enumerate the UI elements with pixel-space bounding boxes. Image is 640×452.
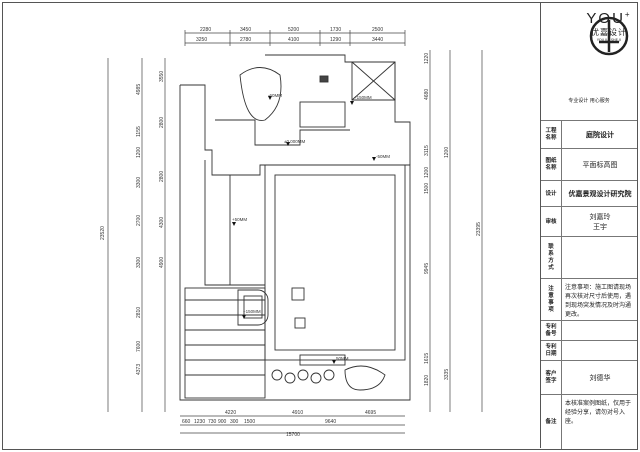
dimension-label: 4900 [159,257,165,268]
dimension-label: 1730 [330,27,341,33]
dimension-label: 1200 [424,167,430,178]
titleblock-row: 专利 日期 [541,340,637,361]
titleblock-value: 本核准案例图纸，仅用于经验分享，请勿对号入座。 [565,400,632,425]
titleblock-row: 注 意 事 项 注意事项：施工图请现场再次核对尺寸后使用，遇到现场突发情况及时沟通… [541,278,637,321]
dimension-label: 1290 [330,37,341,43]
dimension-label: 9945 [424,263,430,274]
titleblock-divider [561,121,562,149]
dimension-total: 15700 [286,432,300,438]
dimension-label: 3450 [240,27,251,33]
dimension-label: 4300 [159,217,165,228]
level-label: -60MM [268,93,282,98]
level-label: +150MM [354,95,372,100]
dimension-label: 1230 [194,419,205,425]
titleblock-label: 图纸 名称 [545,158,557,171]
logo-plus: + [624,10,632,19]
titleblock-label: 客户 签字 [545,371,557,384]
dimension-label: 3440 [372,37,383,43]
dimension-label: 2500 [372,27,383,33]
dimension-total: 23520 [100,226,106,240]
titleblock-value: 优嘉景观设计研究院 [568,190,632,198]
dimension-label: 3335 [444,369,450,380]
dimension-label: 1500 [424,183,430,194]
dimension-label: 2800 [159,171,165,182]
titleblock-divider [561,321,562,341]
titleblock-label: 备注 [545,418,557,425]
dimension-label: 300 [230,419,239,425]
dimension-label: 2280 [200,27,211,33]
titleblock-divider [561,149,562,181]
dimension-label: 660 [182,419,191,425]
dimension-label: 3300 [136,177,142,188]
dimension-label: 3250 [196,37,207,43]
titleblock-divider [561,341,562,361]
titleblock-row: 客户 签字 刘德华 [541,360,637,395]
titleblock-label: 联 系 方 式 [548,244,554,271]
dimension-label: 1820 [424,375,430,386]
level-label: +150MM [243,309,261,314]
titleblock-row: 联 系 方 式 [541,236,637,279]
dimension-label: 4100 [288,37,299,43]
titleblock-row: 专利 备号 [541,320,637,341]
level-label: +50MM [232,217,247,222]
company-logo: YOU+ 优嘉设计 YOU JIA SHE JI [581,10,637,102]
dimension-label: 7600 [136,341,142,352]
dimension-label: 4220 [225,410,236,416]
titleblock-row: 备注 本核准案例图纸，仅用于经验分享，请勿对号入座。 [541,394,637,449]
dimension-label: 1200 [136,147,142,158]
dimension-label: 3550 [159,71,165,82]
dimension-label: 900 [218,419,227,425]
titleblock-label: 审核 [545,218,557,225]
titleblock-row: 工程 名称 庭院设计 [541,120,637,149]
dimension-label: 4910 [292,410,303,416]
dimension-label: 1155 [136,126,142,137]
site-plan: -60MM+150MM±0.000MM-50MM+50MM+150MM50MM … [100,27,483,438]
titleblock-divider [561,237,562,279]
dimension-label: 1200 [444,147,450,158]
titleblock-label: 专利 日期 [545,344,557,357]
titleblock-value: 平面标高图 [582,161,618,169]
titleblock-row: 审核 刘嘉玲 王宇 [541,206,637,237]
dimension-label: 3300 [136,257,142,268]
level-label: ±0.000MM [284,139,305,144]
dimension-label: 1220 [424,53,430,64]
titleblock-value: 刘德华 [589,374,611,382]
slogan: 专业设计 用心服务 [568,98,610,104]
titleblock-row: 设计 优嘉景观设计研究院 [541,180,637,207]
titleblock-value: 庭院设计 [586,131,614,139]
titleblock-divider [561,207,562,237]
titleblock-label: 设计 [545,190,557,197]
titleblock-value: 刘嘉玲 王宇 [589,213,611,231]
dimension-label: 4680 [424,89,430,100]
dimension-label: 1500 [244,419,255,425]
dimension-label: 5200 [288,27,299,33]
dimension-label: 1615 [424,353,430,364]
titleblock-divider [561,395,562,449]
titleblock-label: 专利 备号 [545,324,557,337]
dimension-label: 2800 [159,117,165,128]
dimension-label: 2810 [136,307,142,318]
dimension-label: 4373 [136,364,142,375]
titleblock-row: 图纸 名称 平面标高图 [541,148,637,181]
dimension-label: 9640 [325,419,336,425]
dimension-label: 4985 [136,84,142,95]
logo-mark-icon [589,16,629,56]
dimension-total: 23395 [476,222,482,236]
level-label: 50MM [336,356,349,361]
titleblock-value: 注意事项：施工图请现场再次核对尺寸后使用，遇到现场突发情况及时沟通更改。 [565,284,632,318]
dimension-label: 4695 [365,410,376,416]
dimension-label: 2780 [240,37,251,43]
dimension-label: 3115 [424,145,430,156]
titleblock-label: 工程 名称 [545,128,557,141]
dimension-label: 2700 [136,215,142,226]
title-block: YOU+ 优嘉设计 YOU JIA SHE JI 专业设计 用心服务 工程 名称… [540,2,637,449]
titleblock-divider [561,361,562,395]
titleblock-label: 注 意 事 项 [548,286,554,313]
level-label: -50MM [376,154,390,159]
titleblock-divider [561,181,562,207]
titleblock-divider [561,279,562,321]
dimension-label: 730 [208,419,217,425]
